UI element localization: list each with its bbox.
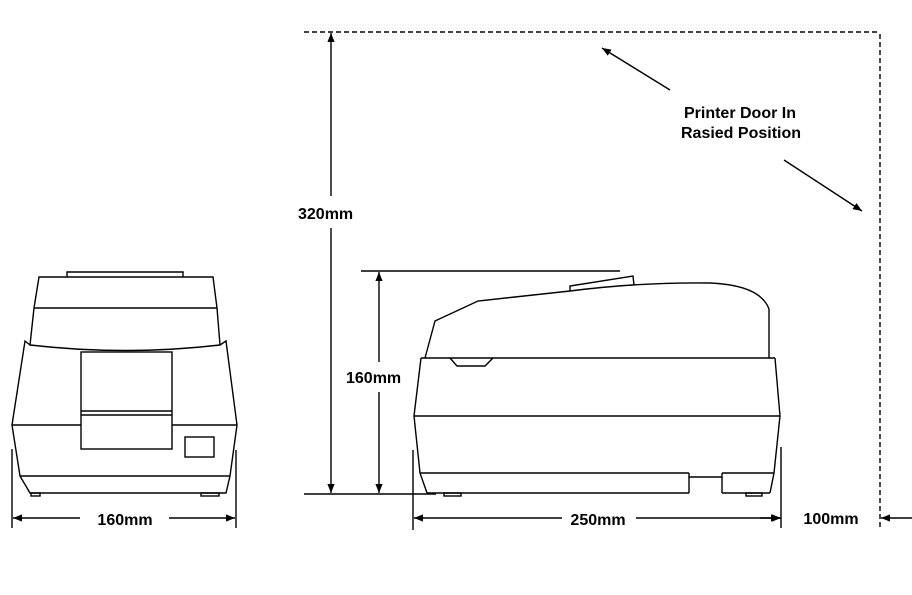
side-foot-right bbox=[745, 492, 763, 497]
side-lid bbox=[424, 282, 770, 359]
front-top-cap bbox=[66, 271, 184, 277]
door-annotation-line1: Printer Door In bbox=[684, 105, 796, 122]
reference-lines bbox=[304, 31, 881, 530]
closed-height-label: 160mm bbox=[346, 370, 401, 387]
front-foot-left bbox=[30, 492, 41, 497]
side-depth-dimension bbox=[412, 447, 782, 530]
door-annotation-line2: Rasied Position bbox=[681, 125, 801, 142]
front-paper-window bbox=[80, 351, 173, 450]
side-foot-left bbox=[443, 492, 462, 497]
rear-clearance-label: 100mm bbox=[803, 511, 858, 528]
side-view-printer bbox=[413, 275, 781, 497]
front-view-printer bbox=[11, 271, 238, 497]
side-paper-slot bbox=[449, 357, 494, 367]
door-annotation-arrows bbox=[601, 47, 863, 212]
side-base-notch bbox=[688, 473, 723, 478]
front-control-panel bbox=[184, 436, 215, 458]
front-width-label: 160mm bbox=[97, 512, 152, 529]
front-width-dimension bbox=[11, 449, 237, 528]
side-depth-label: 250mm bbox=[570, 512, 625, 529]
front-foot-right bbox=[200, 492, 220, 497]
door-raised-height-label: 320mm bbox=[298, 206, 353, 223]
front-lid bbox=[29, 276, 221, 352]
